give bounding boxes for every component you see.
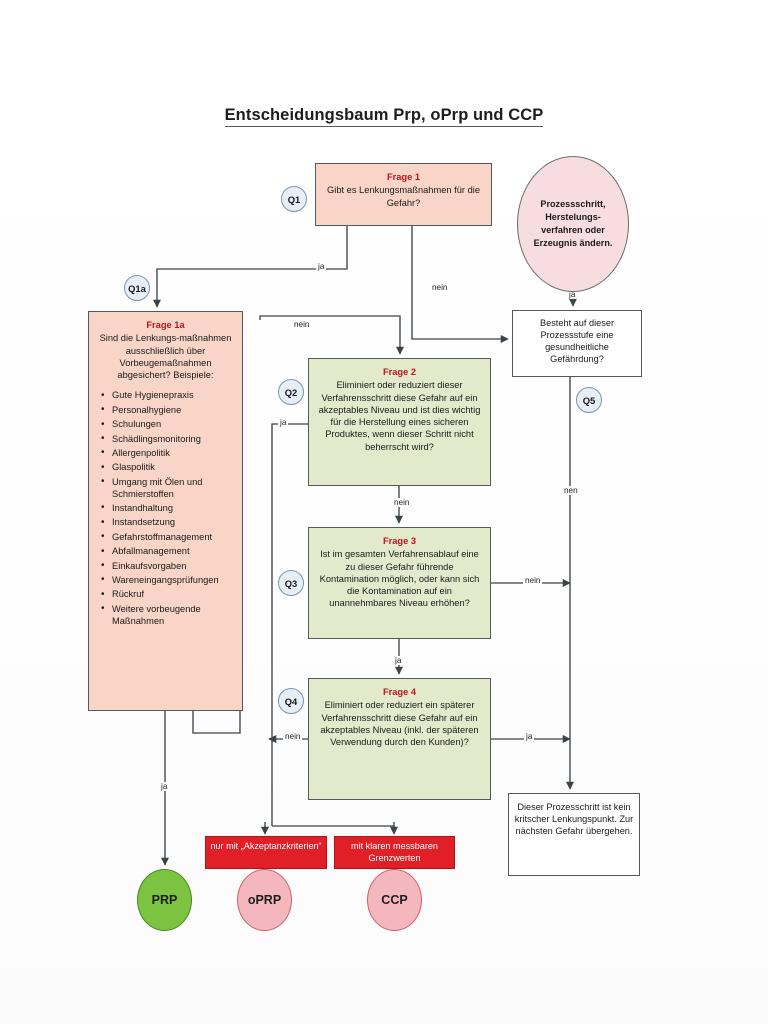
terminal-prp-label: PRP: [151, 893, 178, 907]
terminal-oprp-label: oPRP: [247, 893, 282, 907]
page-title: Entscheidungsbaum Prp, oPrp und CCP: [0, 106, 768, 127]
badge-q2[interactable]: Q2: [278, 379, 304, 405]
page-title-text: Entscheidungsbaum Prp, oPrp und CCP: [224, 106, 544, 127]
frage1a-bullet-item: Allergenpolitik: [101, 447, 235, 460]
edge-label-q2-nein: nein: [392, 498, 412, 507]
edge-label-q3-ja: ja: [393, 656, 404, 665]
edge-label-q3-nein: nein: [523, 576, 543, 585]
frage1a-bullet-item: Abfallmanagement: [101, 546, 235, 559]
q5box-text: Besteht auf dieser Prozessstufe eine ges…: [539, 318, 615, 365]
frage1a-bullet-item: Gute Hygienepraxis: [101, 390, 235, 403]
node-gesundheitliche-gefaehrdung[interactable]: Besteht auf dieser Prozessstufe eine ges…: [512, 310, 642, 377]
edge-label-q2-ja: ja: [278, 418, 289, 427]
frage2-text: Eliminiert oder reduziert dieser Verfahr…: [318, 380, 481, 452]
terminal-ccp-label: CCP: [381, 893, 408, 907]
band-akzeptanzkriterien[interactable]: nur mit „Akzeptanzkriterien“: [205, 836, 327, 869]
badge-q4[interactable]: Q4: [278, 688, 304, 714]
node-frage2[interactable]: Frage 2 Eliminiert oder reduziert dieser…: [308, 358, 491, 486]
frage1a-bullet-item: Instandsetzung: [101, 517, 235, 530]
frage1a-bullet-item: Instandhaltung: [101, 502, 235, 515]
node-frage1a[interactable]: Frage 1a Sind die Lenkungs-maßnahmen aus…: [88, 311, 243, 711]
frage4-heading: Frage 4: [382, 687, 417, 697]
frage1a-bullet-item: Weitere vorbeugende Maßnahmen: [101, 603, 235, 628]
frage1a-bullet-item: Personalhygiene: [101, 404, 235, 417]
badge-q5[interactable]: Q5: [576, 387, 602, 413]
badge-q3[interactable]: Q3: [278, 570, 304, 596]
oprp-band-text: nur mit „Akzeptanzkriterien“: [210, 841, 322, 851]
terminal-prp[interactable]: PRP: [137, 869, 192, 931]
wire-frage1a-loop: [192, 711, 241, 734]
endbox-text: Dieser Prozesschritt ist kein kritscher …: [514, 802, 634, 837]
wire-q1-nein: [411, 226, 509, 344]
edge-label-q1-nein: nein: [430, 283, 450, 292]
edge-label-q1-ja: ja: [316, 262, 327, 271]
frage1a-bullet-item: Glaspolitik: [101, 462, 235, 475]
wire-q2-ja-trunk: [271, 423, 308, 826]
frage1a-bullet-list: Gute HygienepraxisPersonalhygieneSchulun…: [96, 390, 235, 627]
frage1a-text: Sind die Lenkungs-maßnahmen ausschließli…: [99, 333, 232, 381]
node-kein-kritischer-lenkungspunkt[interactable]: Dieser Prozesschritt ist kein kritscher …: [508, 793, 640, 876]
frage1a-bullet-item: Wareneingangsprüfungen: [101, 574, 235, 587]
badge-q1[interactable]: Q1: [281, 186, 307, 212]
frage1a-bullet-item: Rückruf: [101, 589, 235, 602]
frage2-heading: Frage 2: [382, 367, 417, 377]
terminal-ccp[interactable]: CCP: [367, 869, 422, 931]
badge-q1a[interactable]: Q1a: [124, 275, 150, 301]
frage1a-bullet-item: Schädlingsmonitoring: [101, 433, 235, 446]
frage1a-bullet-item: Schulungen: [101, 419, 235, 432]
node-frage1[interactable]: Frage 1 Gibt es Lenkungsmaßnahmen für di…: [315, 163, 492, 226]
frage1a-bullet-item: Gefahrstoffmanagement: [101, 531, 235, 544]
node-prozessschritt-aendern[interactable]: Prozessschritt, Herstelungs-verfahren od…: [517, 156, 629, 292]
wire-q1a-nein: [259, 315, 405, 355]
ellipse-text: Prozessschritt, Herstelungs-verfahren od…: [533, 198, 613, 249]
band-grenzwerte[interactable]: mit klaren messbaren Grenzwerten: [334, 836, 455, 869]
edge-label-q1a-ja: ja: [159, 782, 170, 791]
ccp-band-text: mit klaren messbaren Grenzwerten: [351, 841, 438, 863]
edge-label-q5-nein: nen: [562, 486, 580, 495]
frage1-heading: Frage 1: [386, 172, 421, 182]
frage4-text: Eliminiert oder reduziert ein späterer V…: [320, 700, 479, 748]
frage1a-bullet-item: Umgang mit Ölen und Schmierstoffen: [101, 476, 235, 501]
frage3-heading: Frage 3: [382, 536, 417, 546]
frage1a-heading: Frage 1a: [146, 320, 185, 330]
edge-label-q4-ja: ja: [524, 732, 535, 741]
terminal-oprp[interactable]: oPRP: [237, 869, 292, 931]
node-frage4[interactable]: Frage 4 Eliminiert oder reduziert ein sp…: [308, 678, 491, 800]
node-frage3[interactable]: Frage 3 Ist im gesamten Verfahrensablauf…: [308, 527, 491, 639]
edge-label-q4-nein: nein: [283, 732, 303, 741]
frage1-text: Gibt es Lenkungsmaßnahmen für die Gefahr…: [327, 185, 480, 208]
edge-label-q1a-nein: nein: [292, 320, 312, 329]
frage1a-bullet-item: Einkaufsvorgaben: [101, 560, 235, 573]
frage3-text: Ist im gesamten Verfahrensablauf eine zu…: [319, 549, 480, 609]
